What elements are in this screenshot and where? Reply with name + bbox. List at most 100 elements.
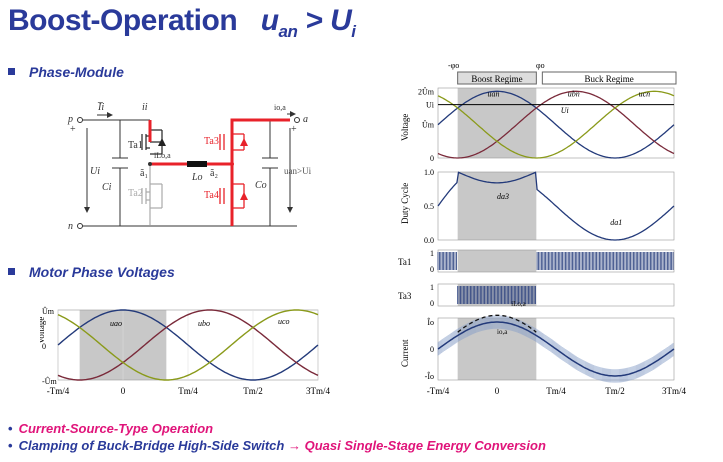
label-ta4: Ta4	[204, 190, 219, 201]
voltage-ubn	[437, 90, 675, 159]
x-tick-label: -Tm/4	[427, 386, 450, 396]
bullet-square-icon	[8, 268, 15, 275]
label-a1: ã₁	[140, 168, 148, 179]
operation-waveforms: Boost Regime Buck Regime -φo φoVoltageDuty …	[398, 62, 686, 396]
label-i-i: ii	[142, 102, 148, 113]
x-tick-label: Tm/2	[243, 386, 263, 396]
boost-region	[457, 172, 537, 240]
y-tick-label: -Ûm	[42, 376, 57, 386]
x-tick-label: Tm/4	[178, 386, 198, 396]
panel-frame	[437, 283, 675, 307]
buck-regime-label: Buck Regime	[585, 74, 634, 84]
label-i-lo: iLo,a	[511, 300, 526, 308]
label-node-n: n	[68, 221, 73, 232]
label-ta3: Ta3	[204, 136, 219, 147]
label-i-o: io,a	[497, 328, 508, 336]
label-ci: Ci	[102, 182, 112, 193]
y-tick-label: 0.0	[424, 236, 434, 245]
diode-icon	[240, 192, 248, 200]
inductor-current-curve	[457, 314, 537, 333]
x-tick-label: 3Tm/4	[306, 386, 330, 396]
section-motor-voltages: Motor Phase Voltages	[8, 264, 175, 280]
label-Ui: Ui	[561, 106, 569, 115]
y-tick-label: 0	[430, 299, 434, 308]
label-lo: Lo	[191, 172, 203, 183]
y-axis-label: Ta1	[398, 257, 411, 267]
y-tick-label: Îo	[427, 317, 434, 327]
boost-current-path	[148, 118, 290, 226]
y-tick-label: 1.0	[424, 168, 434, 177]
switch-ta2	[141, 183, 163, 209]
bullet-square-icon	[8, 68, 15, 75]
voltage-uan	[437, 90, 675, 159]
label-ta2: Ta2	[128, 188, 143, 199]
y-tick-label: -Îo	[425, 371, 434, 381]
label-da3: da3	[497, 192, 509, 201]
series-uao	[57, 309, 319, 381]
inductor-lo	[187, 161, 207, 167]
boost-regime-label: Boost Regime	[471, 74, 522, 84]
y-tick-label: 0	[430, 265, 434, 274]
page-title: Boost-Operation uan > Ui	[8, 4, 356, 42]
phase-module-schematic: p + n a + I̅i ii Ui Ci Ta1 Ta2 Ta3 Ta4 i…	[67, 102, 312, 232]
title-inequality: uan > Ui	[260, 4, 356, 41]
label-plus: +	[291, 124, 297, 135]
label-da1: da1	[610, 218, 622, 227]
label-ui: Ui	[90, 166, 100, 177]
y-tick-label: 1	[430, 283, 434, 292]
label-current-in: I̅i	[97, 102, 104, 113]
y-axis-label: Voltage	[400, 114, 410, 141]
y-tick-label: Ûm	[422, 120, 435, 130]
panel-frame	[437, 87, 675, 159]
y-tick-label: 0	[430, 345, 434, 354]
bullet-clamping: •Clamping of Buck-Bridge High-Side Switc…	[8, 438, 546, 453]
phi-pos-label: φo	[536, 62, 545, 70]
label-node-a: a	[303, 114, 308, 125]
label-uan: uan>Ui	[284, 166, 312, 176]
label-plus: +	[70, 124, 76, 135]
switch-ta3	[219, 133, 245, 151]
x-tick-label: Tm/4	[546, 386, 566, 396]
boost-regime-box	[457, 71, 537, 85]
y-axis-label: Duty Cycle	[400, 183, 410, 224]
voltage-ucn	[437, 90, 675, 159]
label-a2: ã₂	[210, 168, 218, 179]
series-ubo	[57, 309, 319, 381]
y-axis-label: Ta3	[398, 291, 412, 301]
y-tick-label: Ui	[426, 101, 435, 110]
y-tick-label: 2Ûm	[418, 86, 435, 96]
label-node-p: p	[67, 114, 73, 125]
label-i-lo: iLo,a	[154, 151, 171, 160]
phi-neg-label: -φo	[448, 62, 459, 70]
label-ubn: ubn	[568, 89, 580, 98]
label-i-o: io,a	[274, 103, 286, 112]
label-uao: uao	[110, 319, 122, 328]
buck-regime-box	[541, 71, 677, 85]
label-ucn: ucn	[639, 89, 651, 98]
x-tick-label: 3Tm/4	[662, 386, 686, 396]
x-tick-label: Tm/2	[605, 386, 625, 396]
x-tick-label: 0	[121, 386, 126, 396]
x-tick-label: 0	[495, 386, 500, 396]
current-curve	[437, 321, 675, 377]
boost-region	[457, 88, 537, 158]
y-axis-label: Current	[400, 339, 410, 367]
label-uco: uco	[278, 317, 290, 326]
bullet-current-source: •Current-Source-Type Operation	[8, 421, 214, 436]
y-tick-label: 0	[430, 154, 434, 163]
diode-icon	[158, 138, 166, 146]
series-uco	[57, 309, 319, 381]
y-tick-label: 1	[430, 249, 434, 258]
label-ubo: ubo	[198, 319, 210, 328]
y-tick-label: 0.5	[424, 202, 434, 211]
label-ta1: Ta1	[128, 140, 143, 151]
title-text: Boost-Operation	[8, 4, 238, 37]
y-tick-label: 0	[42, 342, 46, 351]
boost-region	[457, 250, 537, 272]
duty-cycle-curve	[437, 171, 675, 241]
y-tick-label: Ûm	[42, 306, 55, 316]
label-co: Co	[255, 180, 267, 191]
diode-icon	[240, 138, 248, 146]
label-uan: uan	[488, 89, 500, 98]
